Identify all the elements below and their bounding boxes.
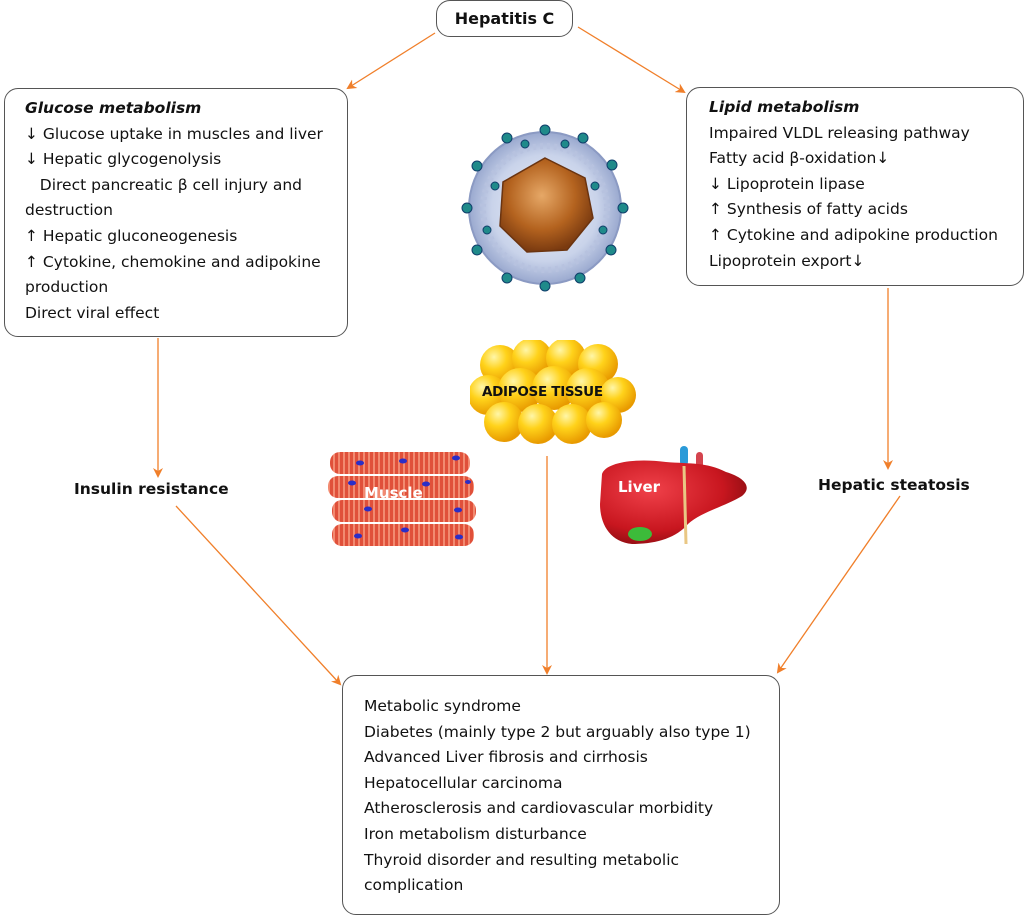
glucose-line: production (25, 278, 109, 297)
glucose-metabolism-box: Glucose metabolism ↓ Glucose uptake in m… (4, 88, 348, 337)
glucose-line: ↓ Glucose uptake in muscles and liver (25, 124, 323, 143)
liver-icon (600, 446, 747, 545)
liver-illustration: Liver (596, 444, 752, 548)
muscle-illustration: Muscle (328, 446, 478, 548)
arrow-insulin-to-outcome (175, 505, 342, 686)
insulin-resistance-label: Insulin resistance (74, 480, 229, 498)
outcome-item: Hepatocellular carcinoma (364, 773, 563, 792)
glucose-line: ↑ Cytokine, chemokine and adipokine (25, 252, 321, 271)
muscle-fibers-icon (328, 452, 476, 546)
outcome-item: Advanced Liver fibrosis and cirrhosis (364, 748, 648, 767)
glucose-line: destruction (25, 201, 113, 220)
outcome-item: complication (364, 876, 464, 895)
adipose-tissue-illustration: ADIPOSE TISSUE (468, 338, 638, 445)
arrow-steatosis-to-outcome (776, 495, 901, 674)
lipid-line: Impaired VLDL releasing pathway (709, 123, 970, 142)
fat-cells-icon (468, 338, 636, 444)
outcome-item: Iron metabolism disturbance (364, 824, 587, 843)
glucose-metabolism-title: Glucose metabolism (25, 99, 202, 117)
lipid-metabolism-box: Lipid metabolism Impaired VLDL releasing… (686, 87, 1024, 286)
hepatic-steatosis-label: Hepatic steatosis (818, 476, 970, 494)
arrow-hcv-to-glucose (346, 32, 436, 90)
lipid-line: ↑ Cytokine and adipokine production (709, 225, 998, 244)
hepatitis-c-node: Hepatitis C (436, 0, 573, 37)
arrow-hcv-to-lipid (577, 26, 686, 94)
lipid-line: Lipoprotein export↓ (709, 251, 865, 270)
lipid-line: ↑ Synthesis of fatty acids (709, 200, 908, 219)
hepatitis-c-virus-icon (461, 124, 629, 292)
glucose-line: Direct pancreatic β cell injury and (25, 175, 303, 194)
glucose-line: Direct viral effect (25, 303, 160, 322)
glucose-line: ↓ Hepatic glycogenolysis (25, 150, 222, 169)
outcomes-box: Metabolic syndrome Diabetes (mainly type… (342, 675, 780, 915)
lipid-line: Fatty acid β-oxidation↓ (709, 149, 890, 168)
lipid-line: ↓ Lipoprotein lipase (709, 174, 865, 193)
outcome-item: Metabolic syndrome (364, 697, 521, 715)
muscle-label: Muscle (364, 484, 423, 502)
outcome-item: Thyroid disorder and resulting metabolic (364, 850, 680, 869)
outcome-item: Atherosclerosis and cardiovascular morbi… (364, 799, 714, 818)
adipose-tissue-label: ADIPOSE TISSUE (482, 384, 603, 400)
hepatitis-c-label: Hepatitis C (454, 9, 555, 28)
liver-label: Liver (618, 478, 661, 496)
lipid-metabolism-title: Lipid metabolism (709, 98, 860, 116)
glucose-line: ↑ Hepatic gluconeogenesis (25, 226, 238, 245)
outcome-item: Diabetes (mainly type 2 but arguably als… (364, 722, 751, 741)
